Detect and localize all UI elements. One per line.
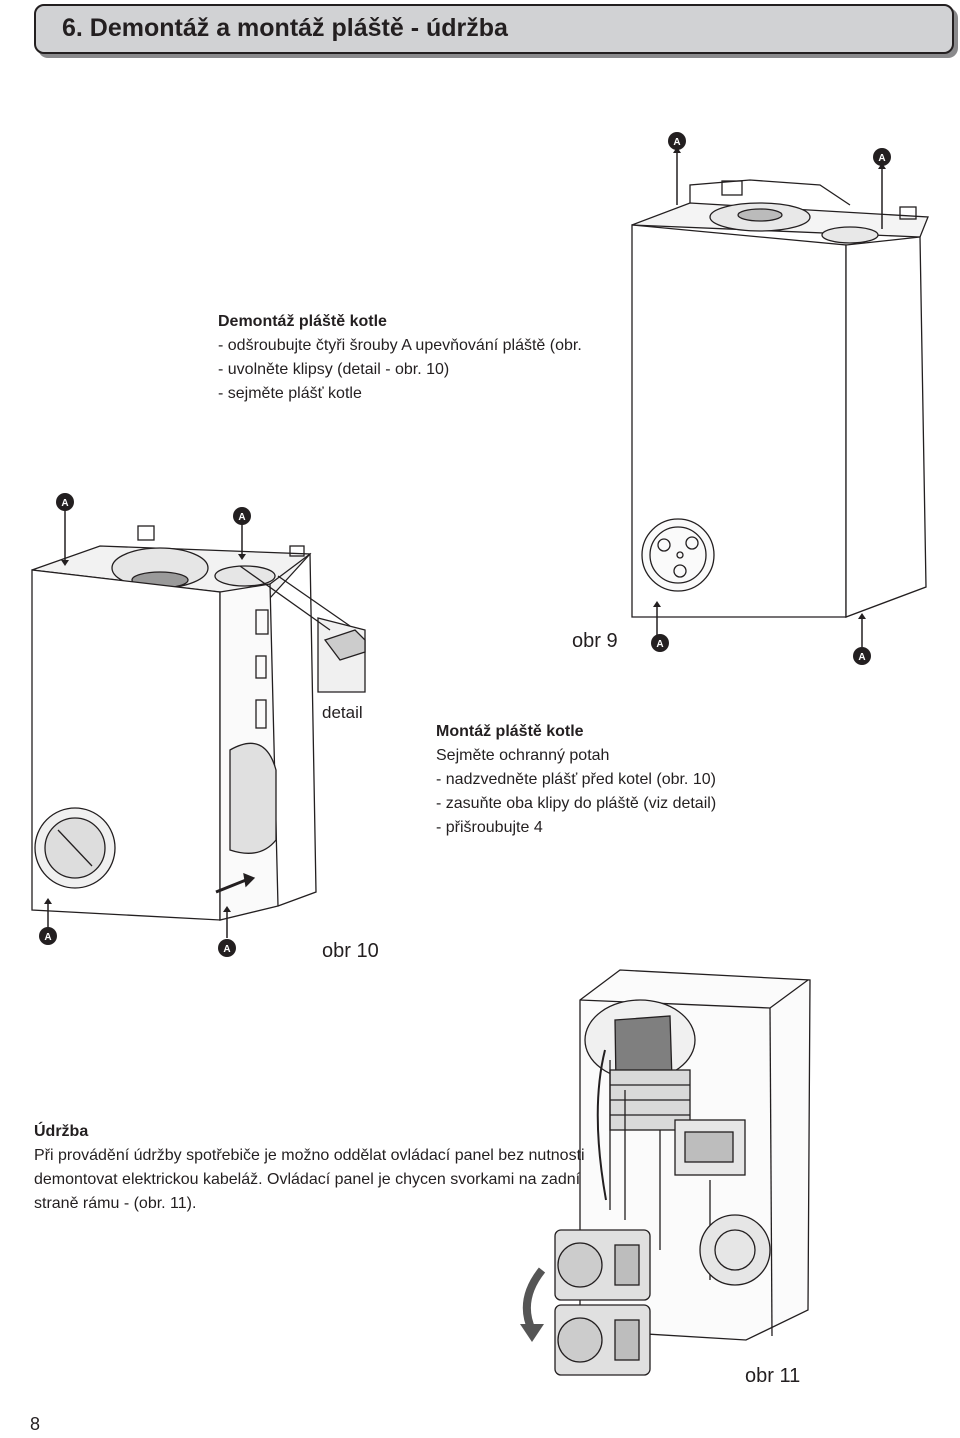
figure-10-caption: obr 10	[322, 940, 379, 962]
svg-text:A: A	[858, 652, 865, 663]
svg-text:A: A	[878, 153, 885, 164]
udrzba-block: Údržba Při provádění údržby spotřebiče j…	[34, 1120, 585, 1216]
montaz-block: Montáž pláště kotle Sejměte ochranný pot…	[436, 720, 716, 840]
montaz-line: - nadzvedněte plášť před kotel (obr. 10)	[436, 771, 716, 788]
figure-9-boiler: A A A A	[631, 132, 929, 665]
figure-10-boiler: A A A A	[31, 493, 366, 957]
figure-11-caption: obr 11	[745, 1365, 801, 1387]
figure-9-caption: obr 9	[572, 630, 618, 652]
page-number: 8	[30, 1414, 41, 1434]
section-title: 6. Demontáž a montáž pláště - údržba	[62, 14, 508, 42]
montaz-heading: Montáž pláště kotle	[436, 723, 584, 740]
svg-text:A: A	[673, 137, 680, 148]
udrzba-line: Při provádění údržby spotřebiče je možno…	[34, 1147, 585, 1164]
demontaz-line: - uvolněte klipsy (detail - obr. 10)	[218, 361, 450, 378]
udrzba-heading: Údržba	[34, 1123, 89, 1140]
svg-text:A: A	[656, 639, 663, 650]
montaz-line: - zasuňte oba klipy do pláště (viz detai…	[436, 795, 717, 812]
svg-text:A: A	[223, 944, 230, 955]
demontaz-heading: Demontáž pláště kotle	[218, 313, 387, 330]
figure-11-boiler	[520, 969, 811, 1376]
udrzba-line: straně rámu - (obr. 11).	[34, 1195, 197, 1212]
svg-text:A: A	[61, 498, 68, 509]
detail-label: detail	[322, 703, 363, 722]
demontaz-line: - odšroubujte čtyři šrouby A upevňování …	[218, 337, 582, 354]
udrzba-line: demontovat elektrickou kabeláž. Ovládací…	[34, 1171, 581, 1188]
screw-badge: A A A A	[39, 493, 251, 957]
svg-text:A: A	[238, 512, 245, 523]
screw-badge: A A A A	[651, 132, 891, 665]
demontaz-line: - sejměte plášť kotle	[218, 385, 362, 402]
montaz-line: - přišroubujte 4	[436, 819, 543, 836]
montaz-line: Sejměte ochranný potah	[436, 747, 610, 764]
section-header: 6. Demontáž a montáž pláště - údržba	[34, 4, 954, 54]
svg-text:A: A	[44, 932, 51, 943]
demontaz-block: Demontáž pláště kotle - odšroubujte čtyř…	[218, 310, 582, 406]
